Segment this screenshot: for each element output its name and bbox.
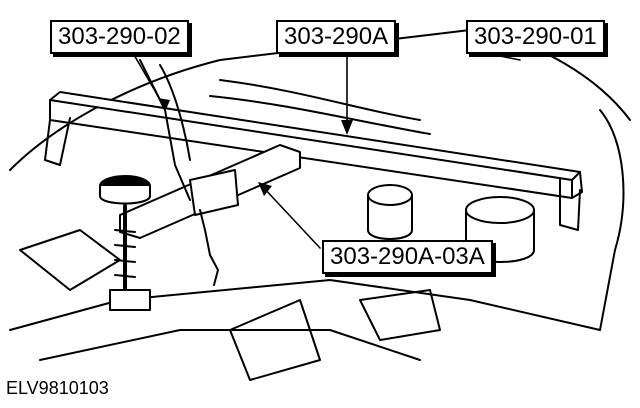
radiator-support	[9, 279, 601, 331]
lifting-chain	[199, 209, 219, 286]
leader-303-290-02	[129, 47, 166, 109]
reservoir-cap-left	[367, 184, 413, 206]
hood-outline	[9, 29, 631, 171]
figure-id: ELV9810103	[6, 378, 109, 398]
fender-right	[599, 109, 625, 331]
callout-303-290A: 303-290A	[276, 20, 397, 54]
reservoir-cap-right	[465, 196, 535, 224]
jack-screw	[99, 175, 151, 311]
support-t-member	[119, 144, 301, 239]
support-crossbar	[44, 91, 583, 231]
callout-303-290A-03A: 303-290A-03A	[322, 240, 493, 274]
callout-303-290-01: 303-290-01	[466, 20, 605, 54]
callout-303-290-02: 303-290-02	[50, 20, 189, 54]
leader-303-290A-03A	[261, 185, 321, 249]
windshield-wiper	[219, 79, 421, 121]
